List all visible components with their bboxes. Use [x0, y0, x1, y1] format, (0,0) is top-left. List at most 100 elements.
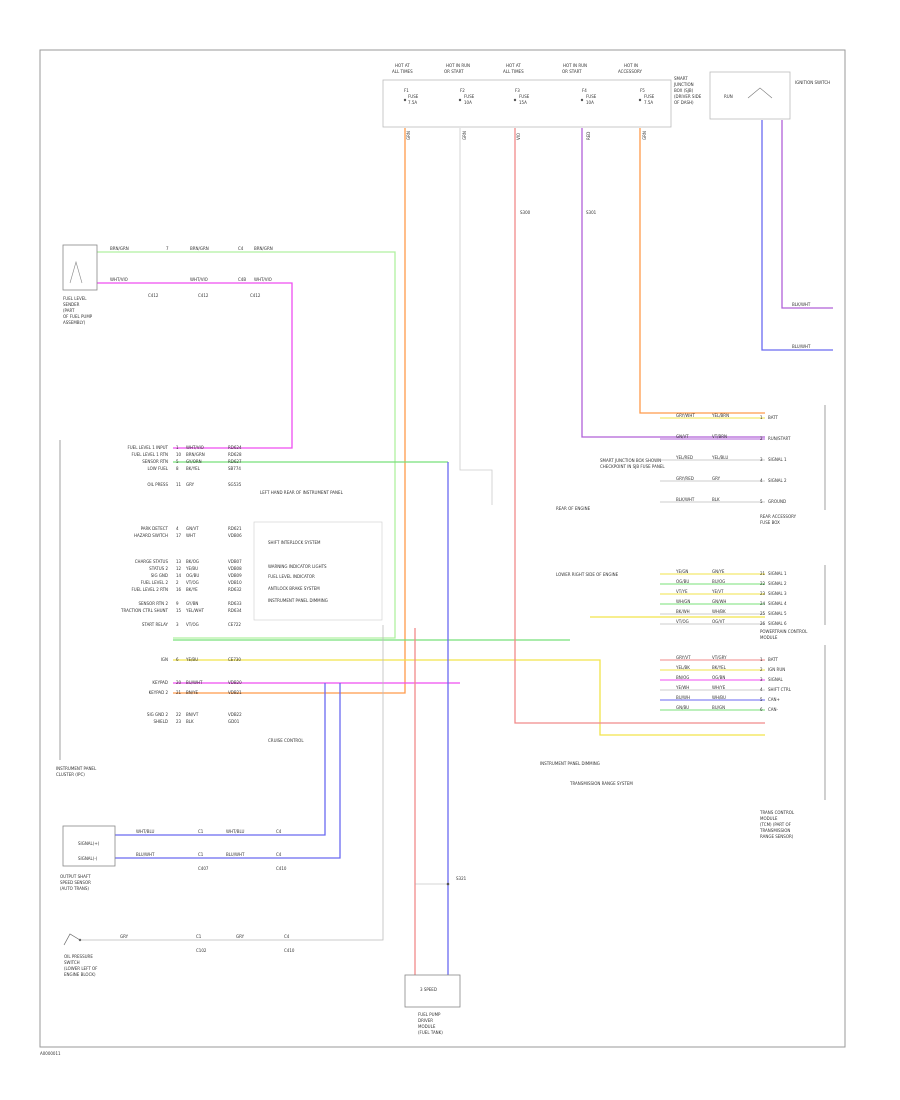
pin-number: 21 [176, 690, 182, 695]
module-pin-label: SIGNAL 3 [768, 591, 787, 596]
panel-label-line: JUNCTION [673, 82, 694, 87]
module-wire-2: VT/GRY [712, 655, 727, 660]
module-pin-label: SIGNAL 6 [768, 621, 787, 626]
wire-code: C4 [284, 934, 290, 939]
fuse-amp: 15A [519, 100, 527, 105]
module-wire-1: GRY/VT [676, 655, 691, 660]
footer-code: A0000011 [40, 1051, 61, 1056]
oil-switch-terminal [78, 938, 82, 942]
wire-code: GRY [120, 934, 129, 939]
wire-blue-speed-2 [115, 683, 341, 859]
wire-code: GRY [236, 934, 245, 939]
module-label: TRANS CONTROL [759, 810, 795, 815]
connector-label: HOT AT [395, 63, 410, 68]
module-pin-number: 4 [760, 478, 763, 483]
module-label: MODULE [760, 635, 778, 640]
wire-code: C4 [238, 246, 244, 251]
fuse-word: FUSE [408, 94, 419, 99]
wire-code: BRN/GRN [254, 246, 273, 251]
fuel-pump-label: (FUEL TANK) [418, 1030, 443, 1035]
module-pin-number: 2 [760, 436, 763, 441]
module-wire-1: BK/WH [676, 609, 690, 614]
module-pin-label: SIGNAL 1 [768, 457, 787, 462]
connector-label: OR START [562, 69, 582, 74]
module-label: FUSE BOX [760, 520, 780, 525]
pin-number: 13 [176, 559, 182, 564]
wire-code: C4 [276, 852, 282, 857]
wire-code: C412 [250, 293, 261, 298]
pin-number: 8 [176, 466, 179, 471]
module-wire-1: WH/GN [676, 599, 690, 604]
connector-label: OR START [444, 69, 464, 74]
wire-orange [173, 128, 406, 694]
oil-pressure-switch: OIL PRESSURE SWITCH (LOWER LEFT OF ENGIN… [63, 933, 295, 977]
module-wire-2: OG/BN [712, 675, 725, 680]
pin-label: KEYPAD [152, 680, 168, 685]
fuse-id: F5 [640, 88, 645, 93]
oil-switch-label: OIL PRESSURE [64, 954, 93, 959]
fuse-terminal [458, 98, 462, 102]
pin-code: VDB08 [228, 566, 242, 571]
cluster-label: INSTRUMENT PANEL [56, 766, 97, 771]
connector-hot-at-all-times-1: HOT AT ALL TIMES F1 FUSE 7.5A [392, 63, 419, 105]
pin-label: PARK DETECT [141, 526, 169, 531]
pin-code: RD628 [228, 452, 242, 457]
oil-switch-label: ENGINE BLOCK) [64, 972, 96, 977]
right-note: REAR OF ENGINE [556, 506, 591, 511]
module-wire-2: YEL/BLU [711, 455, 728, 460]
connector-hot-in-run-start-1: HOT IN RUN OR START F2 FUSE 10A [444, 63, 475, 105]
fuse-word: FUSE [586, 94, 597, 99]
fuse-wire-label: VIO [516, 133, 521, 140]
pin-number: 10 [176, 452, 182, 457]
fuse-amp: 7.5A [408, 100, 417, 105]
pin-wire: VT/OG [186, 622, 199, 627]
module-wire-1: BN/OG [676, 675, 689, 680]
pin-label: FUEL LEVEL 2 RTN [131, 587, 168, 592]
connector-label: HOT IN RUN [446, 63, 470, 68]
pin-label: SHIELD [153, 719, 168, 724]
pin-number: 14 [176, 573, 182, 578]
wire-code: BLU/WHT [226, 852, 245, 857]
module-pin-number: 26 [760, 621, 766, 626]
right-note: SMART JUNCTION BOX SHOWN [600, 458, 661, 463]
pin-wire: GY/BN [186, 601, 198, 606]
right-note: INSTRUMENT PANEL DIMMING [540, 761, 600, 766]
fuel-pump-box-label: 3 SPEED [420, 987, 437, 992]
module-wire-2: BU/GN [712, 705, 725, 710]
pin-code: VDB07 [228, 559, 242, 564]
module-pin-number: 24 [760, 601, 766, 606]
pin-label: FUEL LEVEL 2 [141, 580, 169, 585]
fuse-amp: 10A [464, 100, 472, 105]
cluster-note: FUEL LEVEL INDICATOR [268, 574, 315, 579]
fuse-wire-label: GRN [642, 131, 647, 140]
pin-label: FUEL LEVEL 1 RTN [131, 452, 168, 457]
pin-label: START RELAY [142, 622, 169, 627]
module-wire-1: YE/WH [675, 685, 689, 690]
speed-sensor-pin: SIGNAL(+) [78, 841, 100, 846]
splice-label: S321 [456, 876, 467, 881]
pin-number: 11 [176, 482, 182, 487]
ignition-pos: RUN [724, 94, 733, 99]
fuse-wire-label: RED [586, 132, 591, 140]
wire-code: C4 [276, 829, 282, 834]
module-wire-2: GRY [712, 476, 721, 481]
pin-code: GD01 [228, 719, 240, 724]
pin-label: SIG GND 2 [147, 712, 169, 717]
wire-code: C1 [196, 934, 202, 939]
pin-code: VDB21 [228, 690, 242, 695]
pin-wire: BN/YE [186, 690, 199, 695]
